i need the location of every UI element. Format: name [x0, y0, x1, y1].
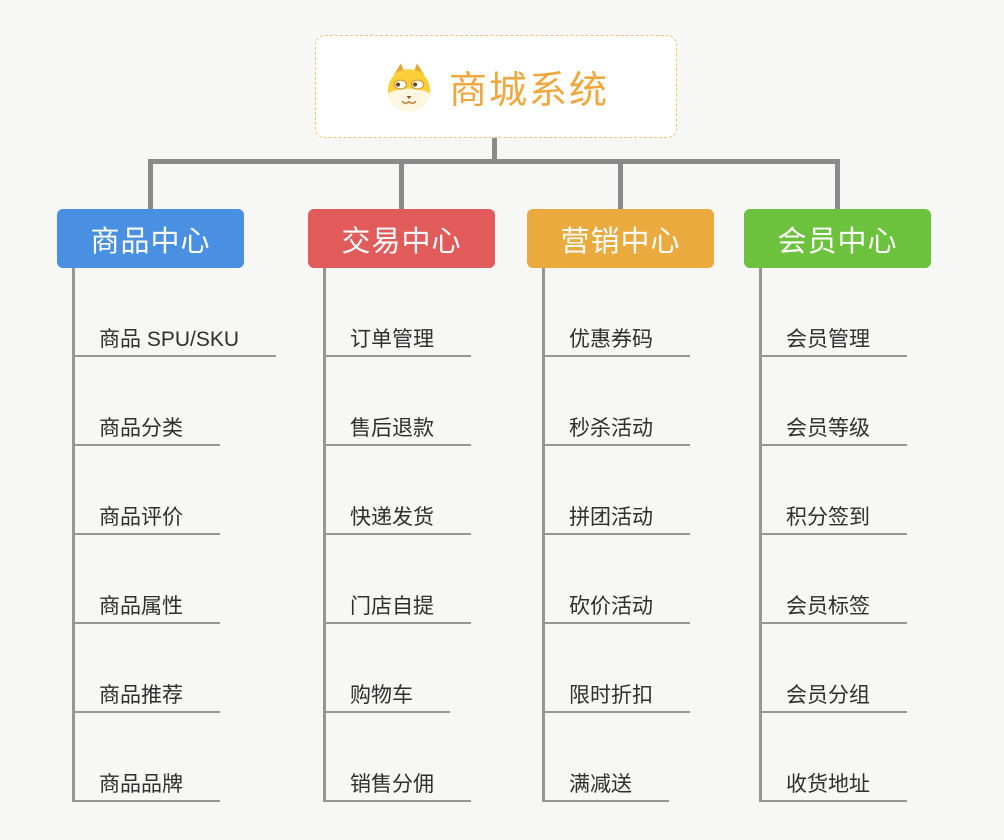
branch-header[interactable]: 会员中心	[744, 209, 931, 268]
leaf-item[interactable]: 商品推荐	[72, 680, 220, 713]
connector-drop-2	[399, 160, 404, 210]
leaf-item[interactable]: 订单管理	[323, 324, 471, 357]
connector-drop-3	[618, 160, 623, 210]
connector-drop-4	[835, 160, 840, 210]
branch-leaves: 商品 SPU/SKU 商品分类商品评价商品属性商品推荐商品品牌	[72, 324, 277, 802]
leaf-item[interactable]: 限时折扣	[542, 680, 690, 713]
branch-leaves: 订单管理售后退款快递发货门店自提购物车销售分佣	[323, 324, 495, 802]
connector-root-drop	[492, 138, 497, 162]
leaf-item[interactable]: 拼团活动	[542, 502, 690, 535]
leaf-item[interactable]: 满减送	[542, 769, 669, 802]
branch-header[interactable]: 营销中心	[527, 209, 714, 268]
leaf-item[interactable]: 门店自提	[323, 591, 471, 624]
leaf-item[interactable]: 商品评价	[72, 502, 220, 535]
branch-connector-line	[759, 268, 762, 802]
branch-header[interactable]: 商品中心	[57, 209, 244, 268]
leaf-item[interactable]: 收货地址	[759, 769, 907, 802]
leaf-item[interactable]: 快递发货	[323, 502, 471, 535]
connector-drop-1	[148, 160, 153, 210]
connector-horizontal-bar	[148, 159, 840, 164]
branch-connector-line	[542, 268, 545, 802]
leaf-item[interactable]: 积分签到	[759, 502, 907, 535]
root-title: 商城系统	[448, 70, 609, 112]
branch-leaves: 优惠券码秒杀活动拼团活动砍价活动限时折扣满减送	[542, 324, 714, 802]
leaf-item[interactable]: 商品 SPU/SKU	[72, 324, 277, 357]
leaf-item[interactable]: 优惠券码	[542, 324, 690, 357]
leaf-item[interactable]: 购物车	[323, 680, 450, 713]
leaf-item[interactable]: 商品分类	[72, 413, 220, 446]
leaf-item[interactable]: 商品属性	[72, 591, 220, 624]
leaf-item[interactable]: 售后退款	[323, 413, 471, 446]
root-node[interactable]: 商城系统	[315, 35, 677, 138]
leaf-item[interactable]: 秒杀活动	[542, 413, 690, 446]
branch-2: 交易中心 订单管理售后退款快递发货门店自提购物车销售分佣	[308, 209, 495, 802]
branch-leaves: 会员管理会员等级积分签到会员标签会员分组收货地址	[759, 324, 931, 802]
leaf-item[interactable]: 商品品牌	[72, 769, 220, 802]
branch-4: 会员中心 会员管理会员等级积分签到会员标签会员分组收货地址	[744, 209, 931, 802]
leaf-item[interactable]: 会员分组	[759, 680, 907, 713]
branch-connector-line	[72, 268, 75, 802]
branch-3: 营销中心 优惠券码秒杀活动拼团活动砍价活动限时折扣满减送	[527, 209, 714, 802]
shiba-dog-icon	[387, 62, 431, 111]
leaf-item[interactable]: 会员标签	[759, 591, 907, 624]
branch-connector-line	[323, 268, 326, 802]
leaf-item[interactable]: 销售分佣	[323, 769, 471, 802]
branch-header[interactable]: 交易中心	[308, 209, 495, 268]
leaf-item[interactable]: 砍价活动	[542, 591, 690, 624]
branch-1: 商品中心 商品 SPU/SKU 商品分类商品评价商品属性商品推荐商品品牌	[57, 209, 277, 802]
leaf-item[interactable]: 会员等级	[759, 413, 907, 446]
leaf-item[interactable]: 会员管理	[759, 324, 907, 357]
